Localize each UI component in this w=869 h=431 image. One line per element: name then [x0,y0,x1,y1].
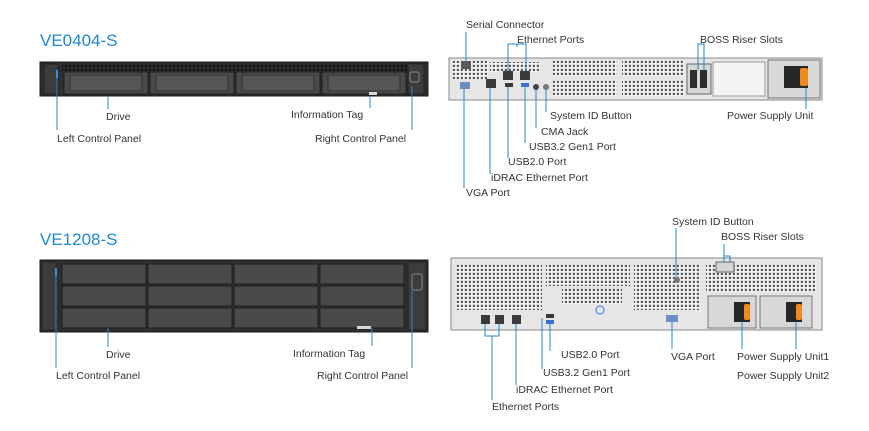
bottom-vga-port-label: VGA Port [671,351,715,363]
top-system-id-button-label: System ID Button [550,110,632,122]
bottom-right-control-panel-label: Right Control Panel [317,370,409,382]
top-serial-connector [461,61,471,69]
top-usb20-port-label: USB2.0 Port [508,156,567,168]
top-usb2-port [505,83,513,87]
bottom-boss-riser-slots-label: BOSS Riser Slots [721,231,804,243]
top-cma-jack-label: CMA Jack [541,126,589,138]
bottom-usb32-gen1-port-label: USB3.2 Gen1 Port [543,367,630,379]
bottom-drive-label: Drive [106,349,131,361]
top-boss-riser-slots-label: BOSS Riser Slots [700,34,783,46]
bottom-model-title: VE1208-S [40,230,118,249]
bottom-front-chassis [39,259,429,333]
bottom-idrac-ethernet-port-label: iDRAC Ethernet Port [516,384,613,396]
bottom-ethernet-ports-label: Ethernet Ports [492,401,560,413]
top-rear-chassis [448,57,823,101]
top-left-control-panel-label: Left Control Panel [57,133,142,145]
top-front-chassis [39,61,429,97]
bottom-eth-port-1 [481,315,490,324]
top-serial-connector-label: Serial Connector [466,19,545,31]
bottom-power-supply-unit-2-label: Power Supply Unit2 [737,370,830,382]
bottom-left-control-panel-label: Left Control Panel [56,370,141,382]
bottom-system-id-button-label: System ID Button [672,216,754,228]
top-system-id-button [543,84,549,90]
top-leader-lines [56,32,807,188]
bottom-information-tag-label: Information Tag [293,348,366,360]
bottom-usb20-port-label: USB2.0 Port [561,349,620,361]
top-usb32-gen1-port-label: USB3.2 Gen1 Port [529,141,616,153]
top-usb3-port [521,83,529,87]
top-vga-port-label: VGA Port [466,187,510,199]
bottom-rear-chassis [450,257,823,331]
top-front-drive-bays [63,71,407,95]
bottom-system-id-button [674,277,680,283]
bottom-power-supply-unit-1-label: Power Supply Unit1 [737,351,830,363]
top-cma-jack [533,84,539,90]
top-drive-label: Drive [106,111,131,123]
bottom-eth-port-2 [495,315,504,324]
bottom-usb2-port [546,314,554,318]
top-model-title: VE0404-S [40,31,118,50]
top-eth-port-2 [520,71,530,80]
bottom-usb3-port [546,320,554,324]
top-idrac-port [486,79,496,88]
top-ethernet-ports-label: Ethernet Ports [517,34,585,46]
bottom-leader-lines [55,228,797,400]
top-eth-port-1 [503,71,513,80]
bottom-idrac-port [512,315,521,324]
top-information-tag-label: Information Tag [291,109,364,121]
top-power-supply-unit-label: Power Supply Unit [727,110,814,122]
top-right-control-panel-label: Right Control Panel [315,133,407,145]
bottom-front-drive-bays [61,263,405,329]
bottom-vga-port [666,315,678,322]
top-vga-port [460,82,470,89]
top-idrac-ethernet-port-label: iDRAC Ethernet Port [491,172,588,184]
